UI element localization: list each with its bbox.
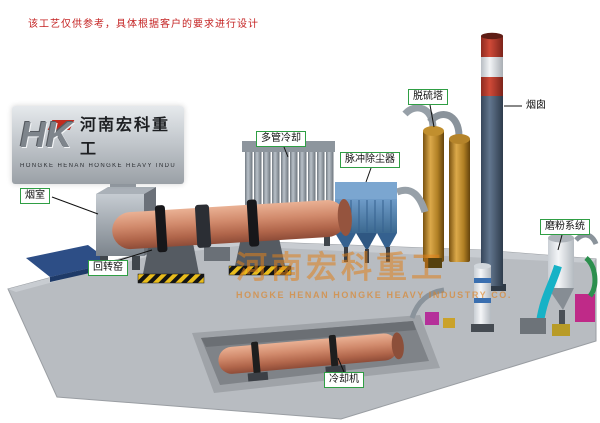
logo-hk-mark: HK	[20, 114, 72, 155]
label-desulfurization-tower: 脱硫塔	[408, 89, 448, 105]
label-smoke-chamber: 烟室	[20, 188, 50, 204]
label-grinding-system: 磨粉系统	[540, 219, 590, 235]
company-logo: HK 河南宏科重工 HONGKE HENAN HONGKE HEAVY INDU…	[12, 106, 184, 184]
logo-company-name-cn: 河南宏科重工	[80, 117, 171, 158]
label-chimney: 烟囱	[526, 100, 546, 111]
auxiliary-equipment	[409, 287, 455, 328]
chimney-graphic	[478, 32, 506, 291]
label-pulse-dust-collector: 脉冲除尘器	[340, 152, 400, 168]
dust-collector-graphic	[335, 182, 429, 263]
label-multi-tube-cooler: 多管冷却	[256, 131, 306, 147]
tank-graphic	[471, 263, 494, 332]
desulfurization-towers-graphic	[402, 104, 470, 268]
logo-row: HK 河南宏科重工	[20, 112, 176, 159]
label-cooler: 冷却机	[324, 372, 364, 388]
label-rotary-kiln: 回转窑	[88, 260, 128, 276]
cooler-graphic	[218, 332, 404, 382]
rotary-kiln-graphic	[112, 199, 352, 284]
design-note: 该工艺仅供参考，具体根据客户的要求进行设计	[28, 19, 259, 30]
grinding-system-graphic	[520, 232, 599, 336]
logo-company-name-en: HONGKE HENAN HONGKE HEAVY INDUSTRY CO.,L…	[20, 163, 176, 169]
